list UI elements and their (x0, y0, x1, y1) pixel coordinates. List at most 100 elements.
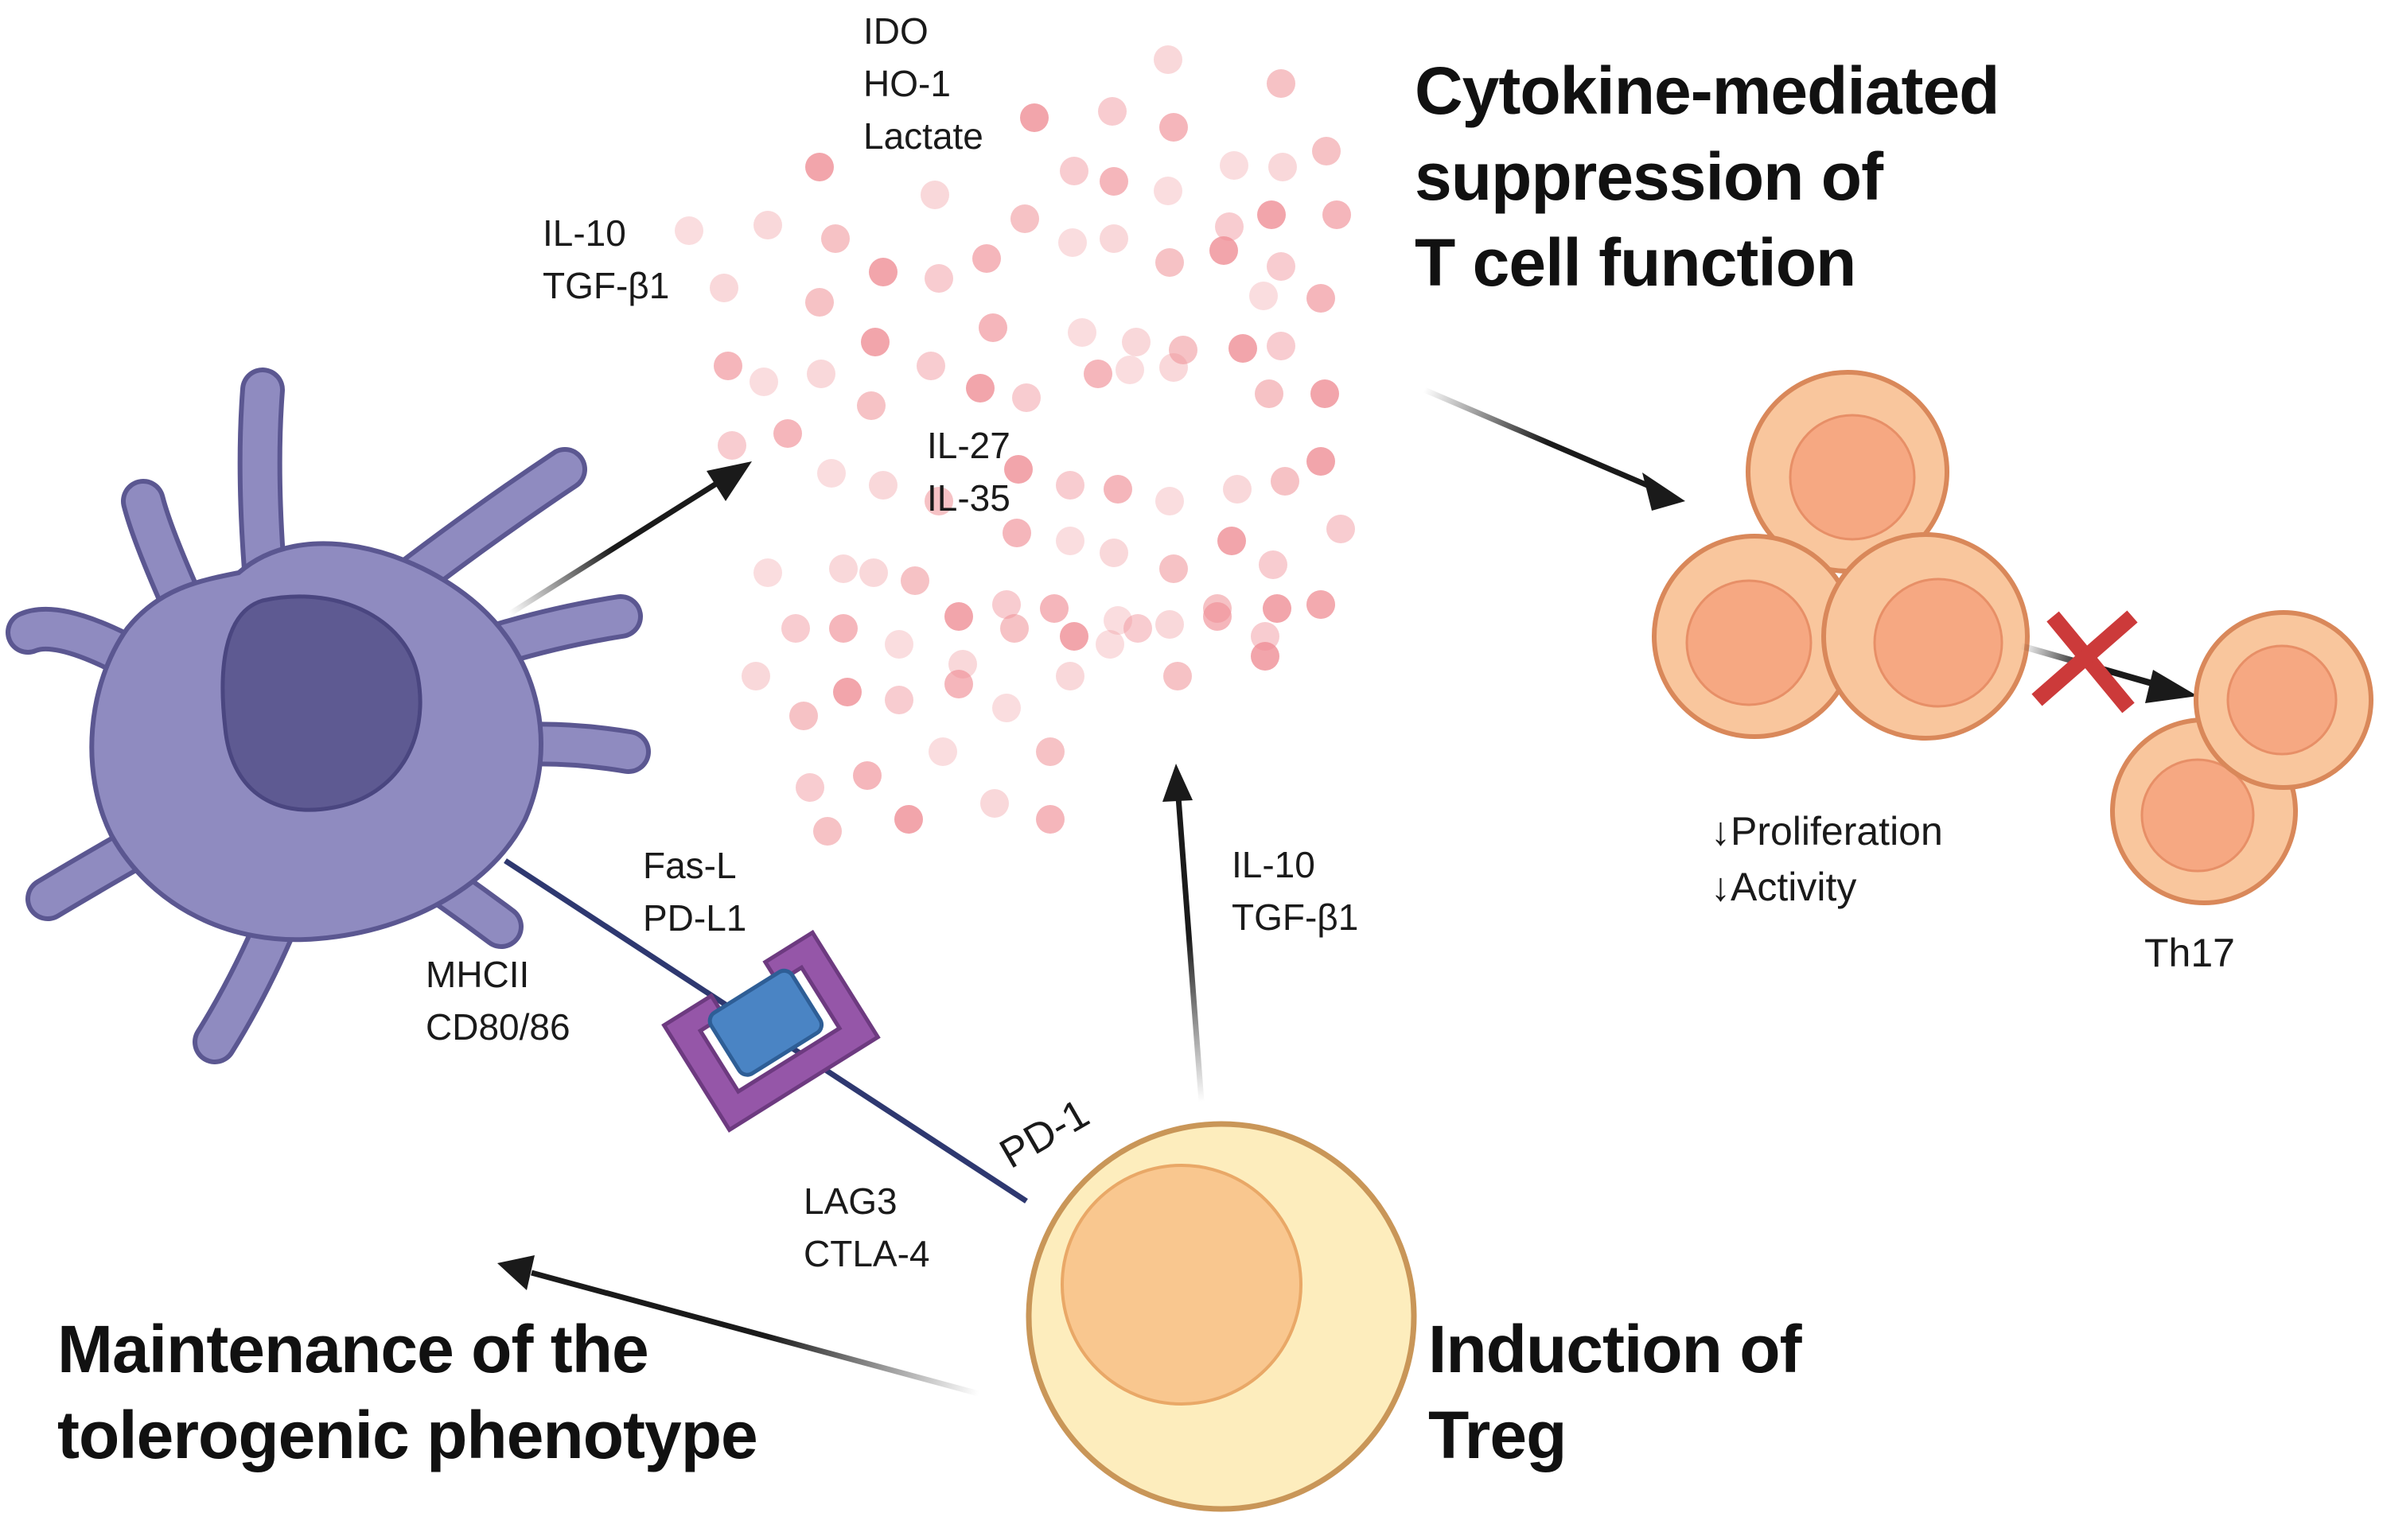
arrow-cytokines-to-tcells (1423, 387, 1685, 511)
arrow-maintenance (497, 1255, 979, 1397)
label-fasl: Fas-L (643, 845, 737, 886)
cytokine-dot (1036, 737, 1065, 766)
cytokine-dot (718, 431, 746, 460)
cytokine-dot (1267, 332, 1295, 360)
cytokine-dot (813, 817, 842, 846)
cytokine-dot (1100, 167, 1128, 196)
cytokine-dot (966, 374, 995, 402)
cytokine-dot (1010, 204, 1039, 233)
cytokine-dot (1056, 662, 1084, 690)
cytokine-dot (1263, 594, 1291, 623)
cytokine-dot (833, 678, 862, 706)
tcell-top (1746, 370, 1949, 574)
label-cd80: CD80/86 (426, 1006, 570, 1048)
cytokine-dot (925, 487, 953, 515)
treg-cell (1026, 1121, 1417, 1512)
cytokine-dot (992, 694, 1021, 722)
heading-maintenance-line1: Maintenance of the (57, 1312, 649, 1386)
label-il10-tgf-treg: IL-10 TGF-β1 (1232, 838, 1358, 943)
cytokine-dot (710, 274, 738, 302)
cytokine-dot (1036, 805, 1065, 834)
cytokine-dot (714, 352, 742, 380)
cytokine-dot (821, 224, 850, 253)
cytokine-dot (929, 737, 957, 766)
cytokine-dot (1209, 236, 1238, 265)
cytokine-dot (753, 211, 782, 239)
cytokine-dot (885, 630, 913, 659)
receptor-blue-block (707, 968, 824, 1077)
cytokine-dot (1326, 515, 1355, 543)
block-x-icon (2031, 610, 2138, 714)
cytokine-dot (1000, 614, 1029, 643)
cytokine-dot (925, 264, 953, 293)
label-il10-tgf-top: IL-10 TGF-β1 (543, 207, 669, 312)
cytokine-dot (1255, 379, 1283, 408)
cytokine-dot (972, 244, 1001, 273)
label-il27: IL-27 (927, 425, 1010, 466)
cytokine-dot (750, 368, 778, 396)
cytokine-dot (1251, 642, 1279, 671)
cytokine-dot (1060, 157, 1088, 185)
label-ido-group: IDO HO-1 Lactate (863, 5, 983, 162)
cytokine-dot (1217, 527, 1246, 555)
cytokine-cloud (675, 45, 1355, 846)
cytokine-dot (1056, 527, 1084, 555)
heading-induction-line2: Treg (1428, 1398, 1567, 1472)
cytokine-dot (1257, 200, 1286, 229)
th17-cells (2110, 610, 2373, 905)
cytokine-dot (1267, 69, 1295, 98)
dendritic-cell (6, 368, 651, 1064)
tcell-right (1821, 532, 2030, 741)
cytokine-dot (1122, 328, 1151, 356)
cytokine-dot (901, 566, 929, 595)
tcell-left (1652, 534, 1857, 739)
cytokine-dot (1306, 284, 1335, 313)
cytokine-dot (1163, 662, 1192, 690)
cytokine-dot (773, 419, 802, 448)
cytokine-dot (1251, 622, 1279, 651)
label-ho1: HO-1 (863, 63, 951, 104)
cytokine-dot (1040, 594, 1069, 623)
cytokine-dot (1056, 471, 1084, 500)
cytokine-dot (1159, 113, 1188, 142)
label-pd1: PD-1 (992, 1091, 1097, 1177)
heading-cytokine-suppression: Cytokine-mediated suppression of T cell … (1415, 48, 1999, 305)
cytokine-dot (789, 702, 818, 730)
treg-inner (1061, 1164, 1302, 1406)
heading-maintenance: Maintenance of the tolerogenic phenotype (57, 1306, 758, 1478)
label-il10-treg: IL-10 (1232, 844, 1315, 885)
cytokine-dot (796, 773, 824, 802)
cytokine-dot (1100, 224, 1128, 253)
cytokine-dot (1154, 177, 1182, 205)
cytokine-dot (1058, 228, 1087, 257)
cytokine-dot (742, 662, 770, 690)
label-il10-top: IL-10 (543, 212, 626, 254)
cytokine-dot (1203, 602, 1232, 631)
cytokine-dot (1155, 487, 1184, 515)
cytokine-dot (853, 761, 882, 790)
th17-cell-front (2194, 610, 2373, 790)
arrow-treg-to-cytokines (1162, 764, 1205, 1102)
cytokine-dot (1003, 519, 1031, 547)
cytokine-dot (1104, 606, 1132, 635)
heading-cytokine-line2: suppression of (1415, 139, 1883, 214)
cytokine-dot (1155, 248, 1184, 277)
cytokine-dot (1169, 336, 1197, 364)
cytokine-dot (1259, 550, 1287, 579)
label-proliferation: ↓Proliferation (1711, 809, 1943, 854)
cytokine-dot (805, 288, 834, 317)
cytokine-dot (781, 614, 810, 643)
cytokine-dot (1215, 212, 1244, 241)
label-ctla4: CTLA-4 (804, 1233, 930, 1274)
cytokine-dot (1123, 614, 1152, 643)
cytokine-dot (1267, 252, 1295, 281)
label-fasl-pdl1: Fas-L PD-L1 (643, 839, 746, 944)
label-lag3: LAG3 (804, 1180, 898, 1222)
cytokine-dot (1159, 353, 1188, 382)
cytokine-dot (992, 590, 1021, 619)
cytokine-dot (817, 459, 846, 488)
label-effects: ↓Proliferation ↓Activity (1711, 803, 1943, 915)
cytokine-dot (753, 558, 782, 587)
heading-cytokine-line3: T cell function (1415, 225, 1856, 300)
